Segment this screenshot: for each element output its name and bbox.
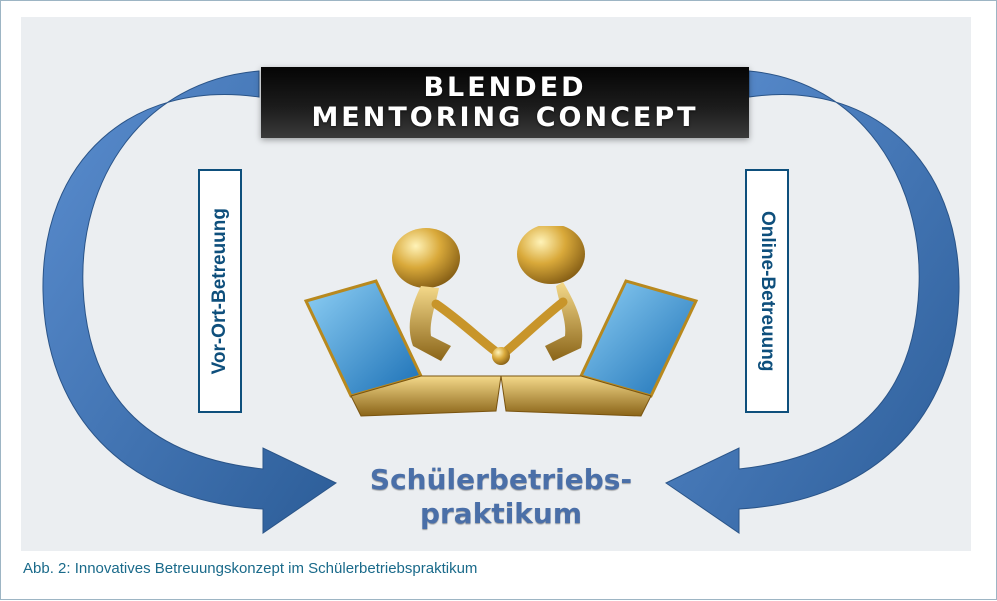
vor-ort-label: Vor-Ort-Betreuung xyxy=(209,207,230,375)
center-label-line-1: Schülerbetriebs- xyxy=(369,463,633,496)
center-label-line-2: praktikum xyxy=(419,497,583,530)
online-label: Online-Betreuung xyxy=(757,210,778,372)
title-line-1: BLENDED xyxy=(423,71,587,103)
right-curved-arrow-icon xyxy=(665,70,960,534)
figure-caption: Abb. 2: Innovatives Betreuungskonzept im… xyxy=(23,560,478,577)
center-label: Schülerbetriebs- praktikum xyxy=(301,463,701,531)
left-curved-arrow-icon xyxy=(42,70,337,534)
vor-ort-box: Vor-Ort-Betreuung xyxy=(198,169,242,413)
title-box: BLENDED MENTORING CONCEPT xyxy=(261,67,749,138)
online-box: Online-Betreuung xyxy=(745,169,789,413)
mentoring-figures-laptops-icon xyxy=(303,226,699,417)
title-line-2: MENTORING CONCEPT xyxy=(311,101,699,133)
